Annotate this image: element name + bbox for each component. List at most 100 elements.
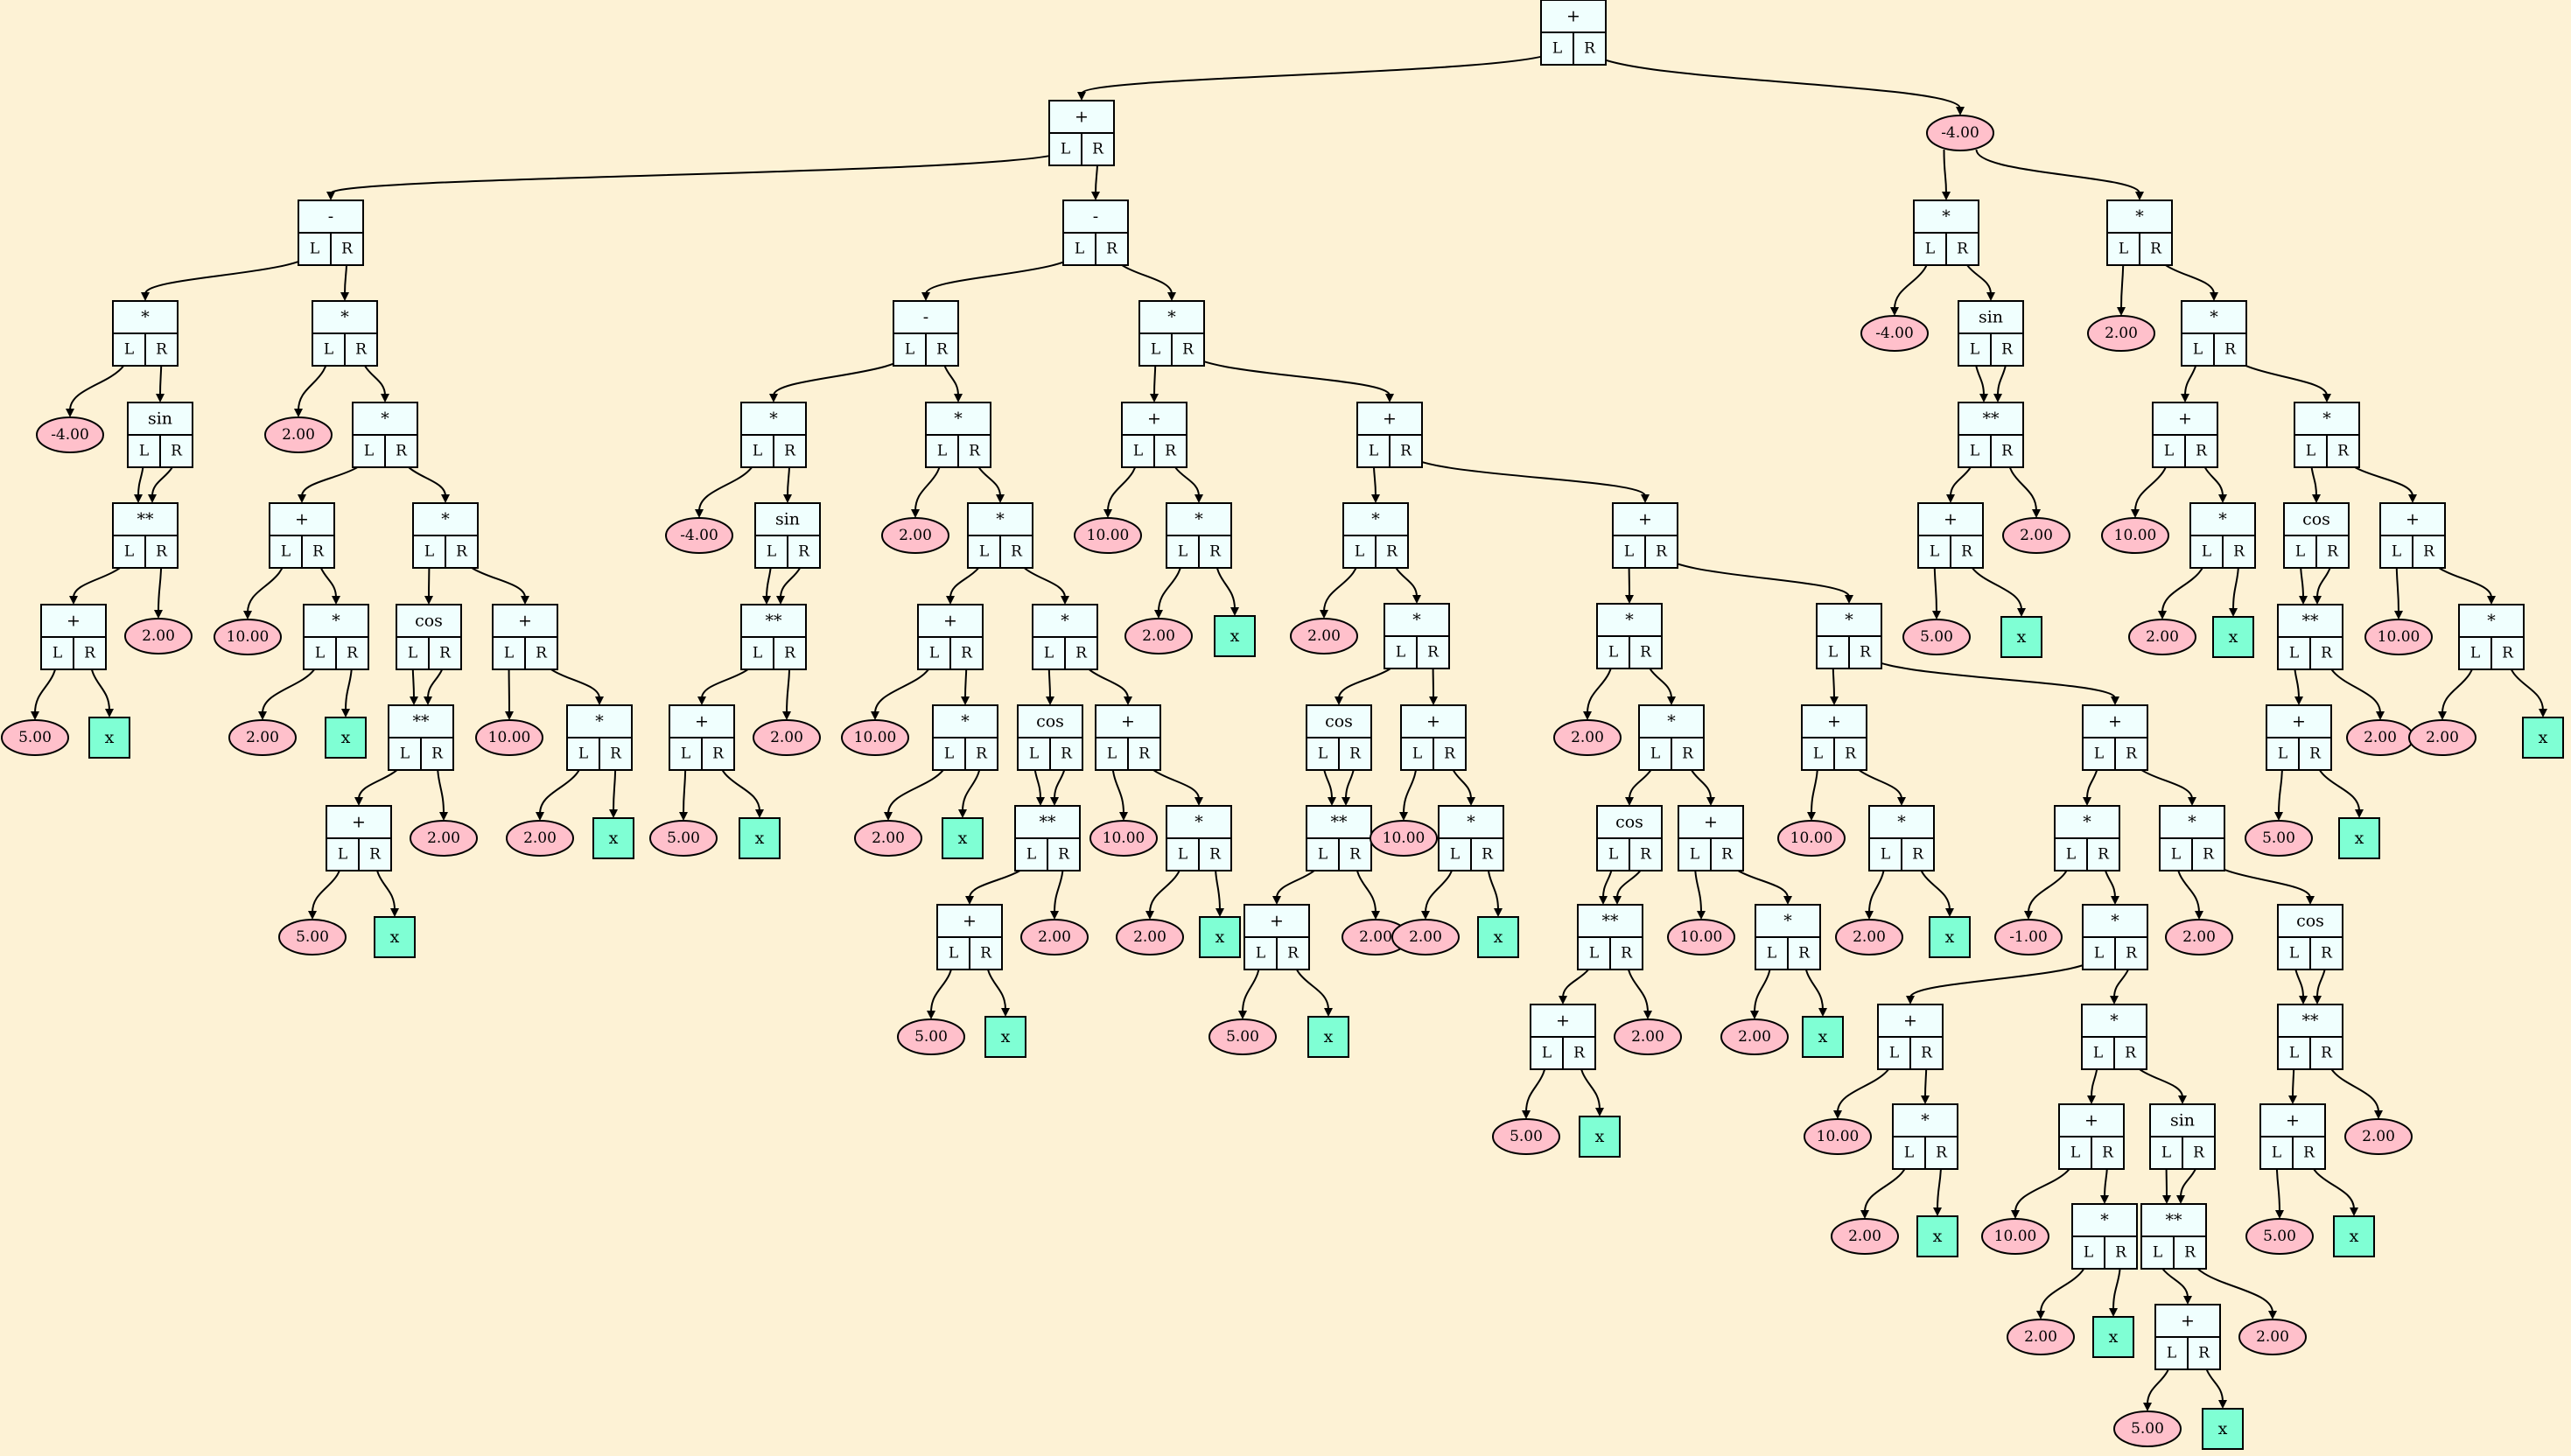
right-slot-label: R	[1106, 241, 1118, 258]
edge-arrowhead	[66, 409, 74, 417]
operator-label: -	[328, 207, 333, 227]
right-slot-label: R	[1682, 746, 1694, 763]
operator-label: *	[1783, 912, 1792, 931]
variable-leaf: x	[592, 817, 634, 859]
operator-label: +	[2292, 712, 2306, 732]
variable-label: x	[1945, 928, 1955, 947]
right-slot-label: R	[2102, 1144, 2114, 1162]
number-leaf: -4.00	[1860, 315, 1929, 352]
edge-arrowhead	[1833, 1110, 1842, 1119]
variable-leaf: x	[942, 817, 984, 859]
variable-label: x	[1494, 928, 1503, 947]
left-slot-label: L	[2202, 543, 2211, 561]
left-slot-label: L	[310, 241, 319, 258]
variable-leaf: x	[739, 817, 781, 859]
edge-arrowhead	[1050, 797, 1059, 806]
variable-label: x	[1324, 1027, 1334, 1046]
right-slot-label: R	[2423, 543, 2435, 561]
operator-label: *	[2135, 207, 2144, 227]
number-leaf: 2.00	[228, 719, 297, 756]
operator-label: *	[2188, 813, 2196, 832]
right-slot-label: R	[2337, 443, 2350, 460]
number-label: 2.00	[1133, 928, 1166, 946]
edge-arrowhead	[2181, 394, 2189, 402]
left-slot-label: L	[1828, 644, 1838, 662]
edge-arrowhead	[2087, 1096, 2096, 1104]
operator-label: +	[1383, 410, 1397, 429]
left-slot-label: L	[1075, 241, 1084, 258]
edge-arrowhead	[776, 596, 785, 605]
number-leaf: 5.00	[2245, 1218, 2314, 1255]
edge-arrowhead	[1595, 1108, 1604, 1116]
right-slot-label: R	[1444, 746, 1456, 763]
variable-label: x	[958, 829, 968, 848]
left-slot-label: L	[2164, 443, 2174, 460]
edge-arrowhead	[1421, 911, 1430, 920]
edge-arrowhead	[134, 494, 143, 503]
number-label: 5.00	[2262, 830, 2295, 847]
left-slot-label: L	[1889, 1045, 1899, 1062]
edge-arrowhead	[609, 809, 618, 818]
operator-label: *	[769, 410, 778, 429]
number-label: 10.00	[488, 729, 531, 746]
variable-label: x	[755, 829, 765, 848]
edge-arrowhead	[1124, 696, 1132, 705]
right-slot-label: R	[798, 543, 810, 561]
number-label: 5.00	[2131, 1420, 2164, 1438]
edge-arrowhead	[31, 711, 39, 720]
number-leaf: 2.00	[1553, 719, 1622, 756]
variable-leaf: x	[1929, 916, 1971, 958]
operator-label: *	[1667, 712, 1676, 732]
operator-label: *	[1412, 611, 1421, 630]
edge-arrowhead	[332, 596, 340, 605]
number-leaf: 5.00	[278, 919, 347, 956]
right-slot-label: R	[1621, 945, 1633, 962]
left-slot-label: L	[2084, 1244, 2093, 1262]
variable-label: x	[1818, 1027, 1828, 1046]
operator-label: +	[695, 712, 709, 732]
variable-label: x	[2355, 829, 2364, 848]
number-label: 2.00	[2426, 729, 2459, 746]
number-leaf: 5.00	[1208, 1018, 1277, 1055]
left-slot-label: L	[2094, 945, 2104, 962]
edge-arrowhead	[1429, 696, 1438, 705]
operator-label: *	[954, 410, 963, 429]
variable-label: x	[341, 728, 351, 747]
number-leaf: 2.00	[2408, 719, 2476, 756]
variable-leaf: x	[1916, 1215, 1958, 1257]
number-leaf: 10.00	[1089, 820, 1158, 857]
edge-arrowhead	[1921, 1096, 1930, 1104]
number-label: 2.00	[1038, 928, 1071, 946]
operator-label: **	[1602, 912, 1620, 931]
edge-arrowhead	[1993, 394, 2002, 402]
operator-label: +	[518, 612, 532, 631]
edge-arrowhead	[1399, 812, 1408, 821]
right-slot-label: R	[2126, 945, 2138, 962]
right-slot-label: R	[171, 443, 183, 460]
edge-arrowhead	[2162, 1195, 2171, 1204]
left-slot-label: L	[929, 645, 939, 662]
number-leaf: 2.00	[2165, 919, 2233, 956]
variable-label: x	[2109, 1327, 2119, 1347]
number-leaf: 2.00	[506, 820, 574, 857]
right-slot-label: R	[980, 945, 992, 962]
left-slot-label: L	[979, 543, 989, 561]
edge-arrowhead	[2036, 1311, 2045, 1320]
variable-leaf: x	[2333, 1215, 2375, 1257]
operator-label: cos	[415, 612, 443, 631]
edge-arrowhead	[441, 494, 450, 503]
edge-arrowhead	[326, 192, 335, 200]
